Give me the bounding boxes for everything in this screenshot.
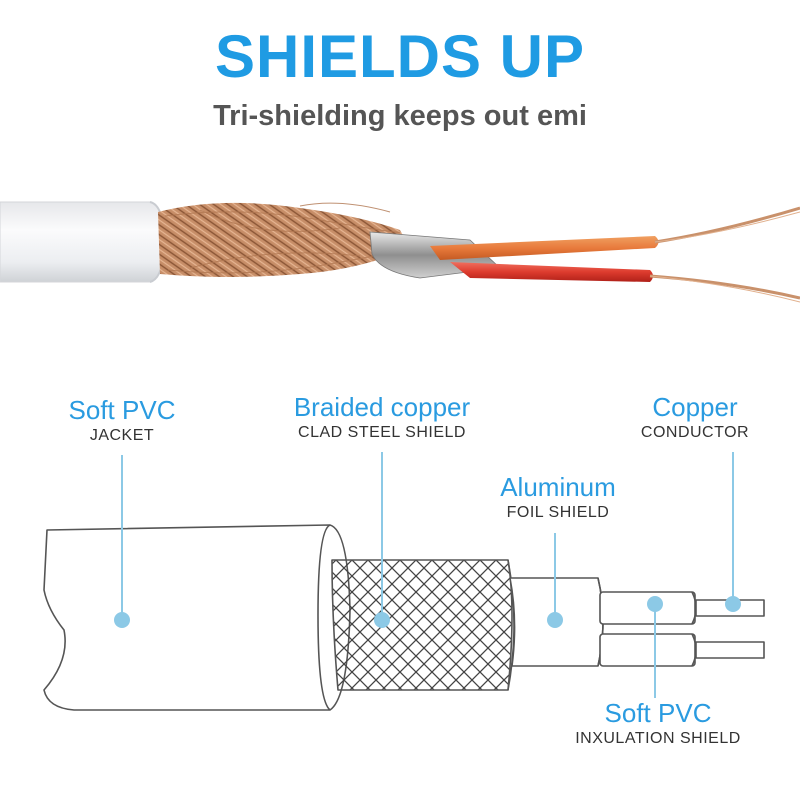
label-braid-desc: CLAD STEEL SHIELD [298, 424, 466, 441]
wire-lower [599, 633, 696, 667]
label-conductor-name: Copper [652, 392, 738, 422]
label-insulation: Soft PVC INXULATION SHIELD [548, 698, 768, 750]
conductor-lower [695, 641, 765, 659]
marker-insulation [647, 596, 663, 612]
jacket-end-curve [317, 524, 331, 711]
label-jacket: Soft PVC JACKET [32, 395, 212, 447]
label-conductor: Copper CONDUCTOR [615, 392, 775, 444]
braid-body [331, 559, 513, 691]
label-conductor-desc: CONDUCTOR [640, 424, 750, 441]
label-jacket-desc: JACKET [89, 427, 155, 444]
page-subtitle: Tri-shielding keeps out emi [213, 100, 587, 132]
wire-upper [599, 591, 696, 625]
label-braid: Braided copper CLAD STEEL SHIELD [262, 392, 502, 444]
marker-jacket [114, 612, 130, 628]
label-foil-desc: FOIL SHIELD [506, 504, 610, 521]
label-braid-name: Braided copper [293, 392, 471, 422]
marker-foil [547, 612, 563, 628]
cable-photo [0, 201, 800, 303]
jacket-outline [43, 524, 351, 711]
label-jacket-name: Soft PVC [68, 395, 176, 425]
label-insulation-name: Soft PVC [604, 698, 712, 728]
label-foil-name: Aluminum [500, 472, 616, 502]
label-insulation-desc: INXULATION SHIELD [575, 730, 741, 747]
marker-braid [374, 612, 390, 628]
page-title: SHIELDS UP [214, 23, 586, 90]
leader-lines [121, 452, 734, 698]
label-foil: Aluminum FOIL SHIELD [478, 472, 638, 524]
marker-conductor [725, 596, 741, 612]
